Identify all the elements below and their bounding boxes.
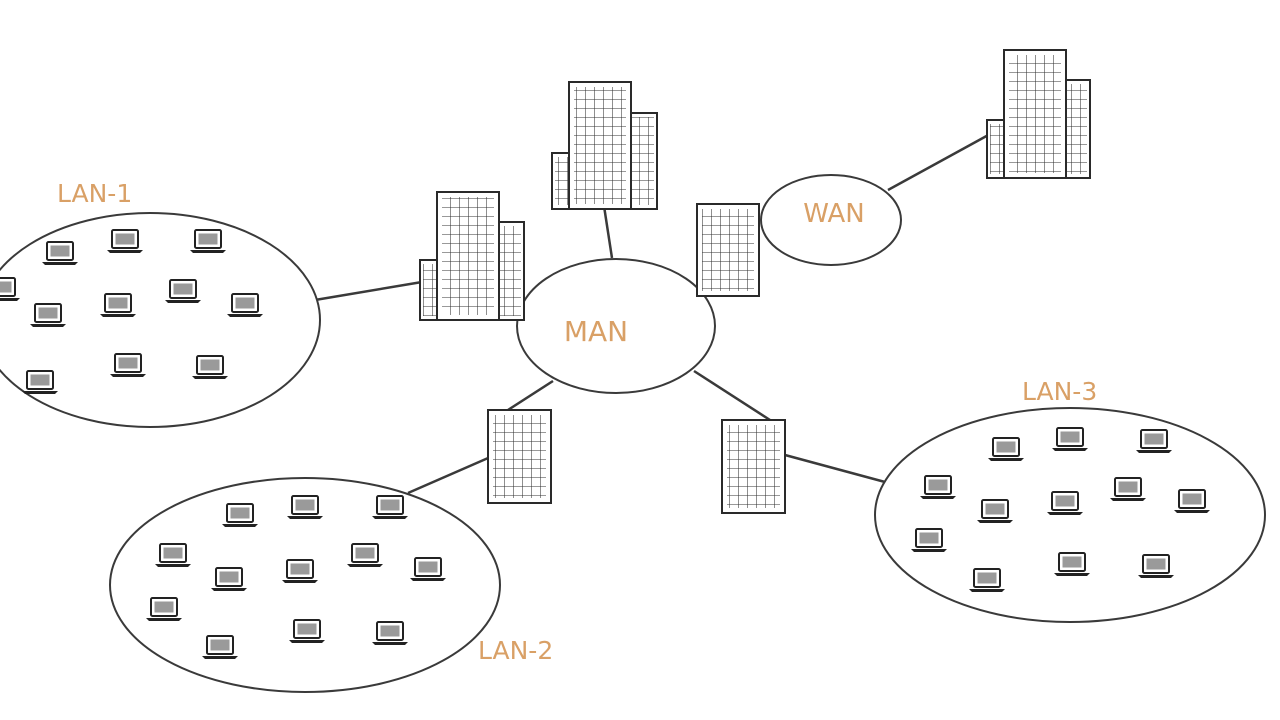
lan-2-network: LAN-2: [109, 477, 553, 693]
building-icon: [419, 191, 525, 321]
wan-network: WAN: [760, 174, 902, 266]
lan-1-ellipse: [0, 212, 321, 428]
link-man-lan2: [507, 379, 554, 412]
lan-3-label: LAN-3: [1022, 377, 1097, 406]
link-top-building-man: [602, 205, 614, 259]
lan-3-network: LAN-3: [874, 377, 1266, 623]
link-building-lan2: [407, 453, 496, 495]
man-network: MAN: [516, 258, 716, 394]
building-icon: [551, 81, 658, 210]
lan-1-network: LAN-1: [0, 179, 321, 428]
building-icon: [721, 419, 786, 514]
building-icon: [986, 49, 1091, 179]
man-ellipse: [516, 258, 716, 394]
link-lan1-man: [314, 280, 423, 302]
links: [314, 131, 993, 495]
link-wan-far-building: [887, 131, 993, 192]
building-icon: [696, 203, 760, 297]
building-icon: [487, 409, 552, 504]
link-building-lan3: [784, 453, 886, 484]
lan-2-label: LAN-2: [478, 636, 553, 665]
wan-label: WAN: [803, 199, 865, 229]
lan-1-label: LAN-1: [57, 179, 132, 208]
man-label: MAN: [564, 315, 628, 348]
link-man-lan3: [693, 369, 771, 422]
wan-ellipse: [760, 174, 902, 266]
